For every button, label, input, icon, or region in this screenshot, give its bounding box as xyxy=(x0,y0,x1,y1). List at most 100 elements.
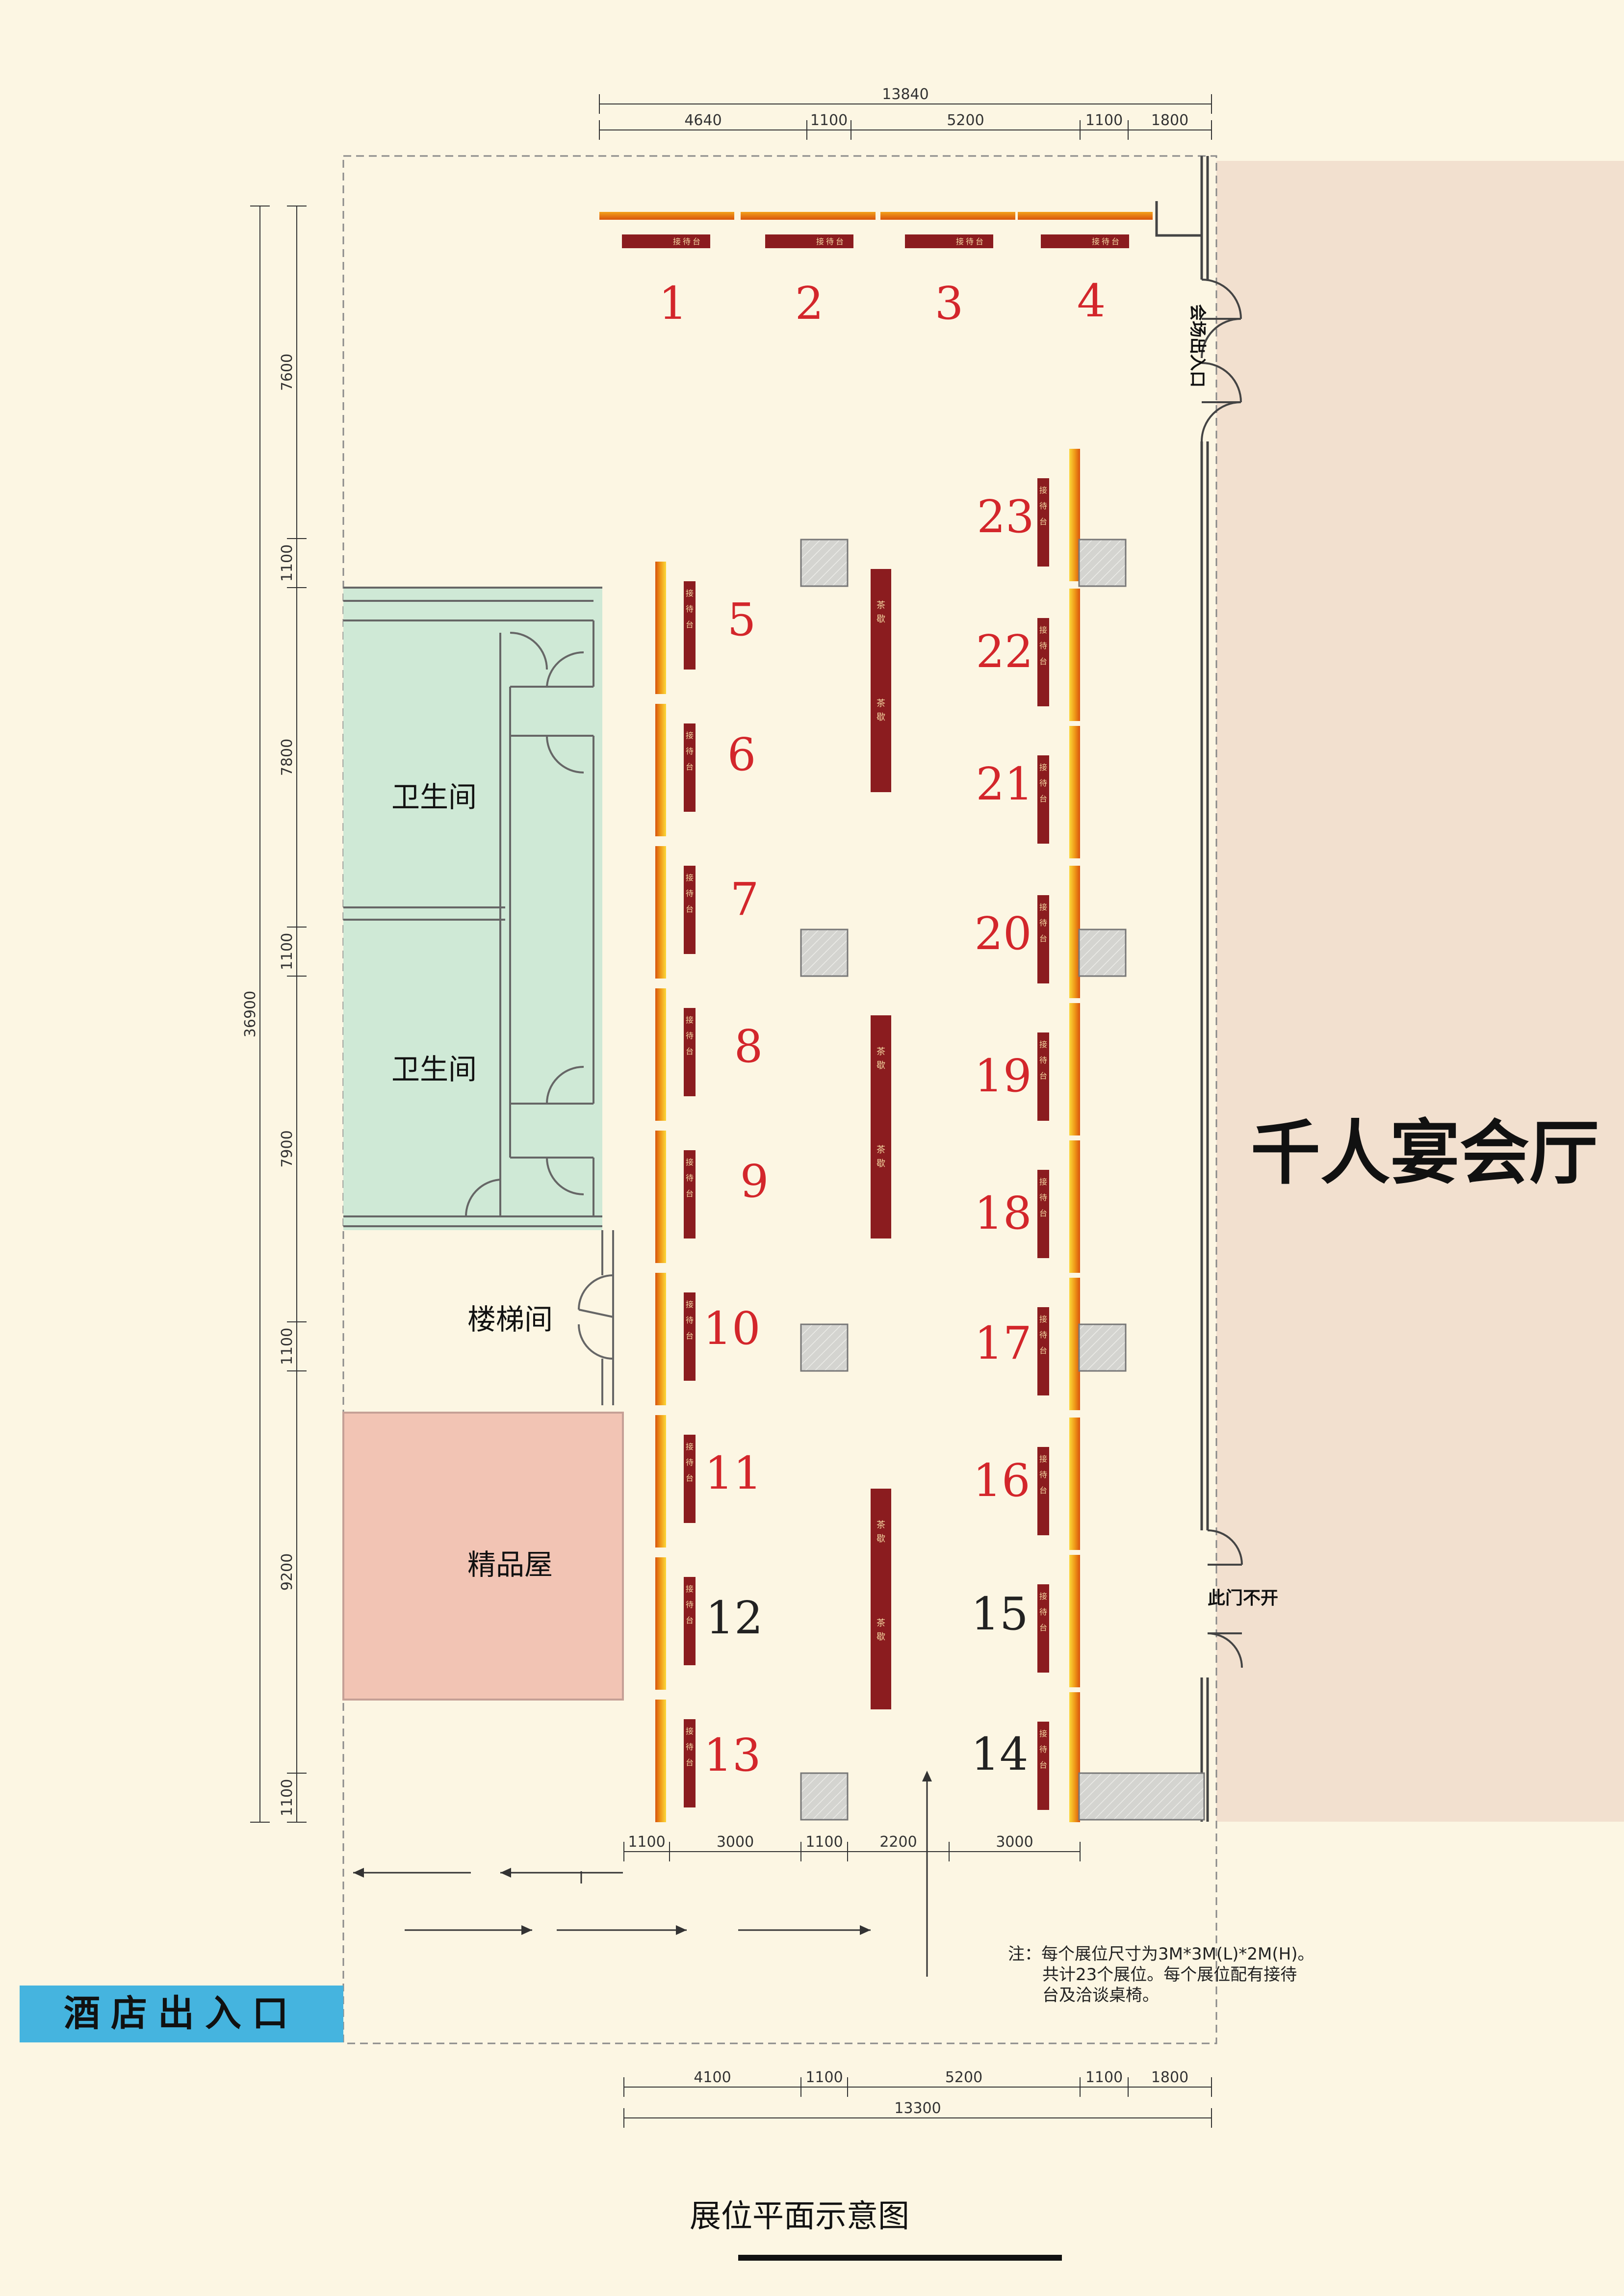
booth-number-1[interactable]: 1 xyxy=(659,277,688,330)
note-line-2: 共计23个展位。每个展位配有接待 xyxy=(1042,1965,1297,1985)
booth-number-11[interactable]: 11 xyxy=(704,1447,762,1499)
reception-desk-23-label: 接 xyxy=(1039,486,1047,495)
booth-number-16[interactable]: 16 xyxy=(973,1454,1030,1507)
booth-wall-18 xyxy=(1069,1140,1080,1273)
dim-bottom-label: 5200 xyxy=(945,2069,982,2086)
booth-number-5[interactable]: 5 xyxy=(727,593,756,646)
pillar xyxy=(1078,1772,1205,1821)
booth-number-20[interactable]: 20 xyxy=(974,907,1031,960)
reception-desk-top-label: 接 xyxy=(673,237,681,246)
hotel-entrance-label[interactable]: 酒店出入口 xyxy=(64,1992,299,2035)
title-underline xyxy=(738,2255,1062,2261)
booth-number-14[interactable]: 14 xyxy=(971,1728,1028,1780)
pillar xyxy=(800,929,849,977)
booth-wall-8 xyxy=(655,988,666,1121)
tea-break-label: 茶 xyxy=(876,1047,885,1057)
reception-desk-10-label: 待 xyxy=(686,1316,694,1325)
reception-desk-22 xyxy=(1037,618,1049,706)
booth-number-18[interactable]: 18 xyxy=(974,1187,1031,1239)
dim-left-label: 1100 xyxy=(279,1779,296,1816)
reception-desk-6-label: 接 xyxy=(686,731,694,740)
booth-number-10[interactable]: 10 xyxy=(703,1302,760,1355)
booth-number-22[interactable]: 22 xyxy=(976,625,1033,678)
reception-desk-7-label: 待 xyxy=(686,889,694,898)
booth-wall-22 xyxy=(1069,589,1080,721)
tea-break-label: 歇 xyxy=(876,614,885,624)
plan-title: 展位平面示意图 xyxy=(690,2198,909,2235)
flow-arrowhead xyxy=(860,1925,871,1935)
reception-desk-9 xyxy=(684,1150,696,1238)
reception-desk-21-label: 台 xyxy=(1039,794,1047,803)
dim-left-label: 9200 xyxy=(279,1553,296,1591)
booth-number-4[interactable]: 4 xyxy=(1077,275,1106,327)
reception-desk-19-label: 台 xyxy=(1039,1071,1047,1081)
reception-desk-10-label: 接 xyxy=(686,1300,694,1309)
booth-number-17[interactable]: 17 xyxy=(974,1317,1031,1369)
dim-top-total-label: 13840 xyxy=(882,86,928,103)
booth-number-9[interactable]: 9 xyxy=(740,1155,769,1208)
tea-break-label: 茶 xyxy=(876,600,885,611)
reception-desk-8-label: 台 xyxy=(686,1047,694,1056)
booth-wall-12 xyxy=(655,1557,666,1690)
venue-entrance-label: 会场出入口 xyxy=(1187,304,1207,387)
booth-number-7[interactable]: 7 xyxy=(730,873,759,926)
reception-desk-23 xyxy=(1037,478,1049,567)
dim-left-total-label: 36900 xyxy=(242,991,259,1037)
reception-desk-top-label: 接 xyxy=(956,237,964,246)
reception-desk-top-1 xyxy=(622,234,710,248)
booth-number-21[interactable]: 21 xyxy=(976,758,1033,810)
dim-left-label: 7900 xyxy=(279,1130,296,1167)
reception-desk-22-label: 台 xyxy=(1039,657,1047,666)
booth-number-12[interactable]: 12 xyxy=(705,1592,763,1644)
booth-wall-17 xyxy=(1069,1278,1080,1410)
dim-aisle-label: 2200 xyxy=(879,1833,917,1851)
dim-bottom-label: 1800 xyxy=(1151,2069,1188,2086)
dim-bottom-label: 1100 xyxy=(805,2069,843,2086)
reception-desk-12-label: 待 xyxy=(686,1600,694,1609)
reception-desk-top-label: 台 xyxy=(976,237,983,246)
dim-aisle-label: 1100 xyxy=(628,1833,665,1851)
reception-desk-22-label: 待 xyxy=(1039,641,1047,650)
dim-top-label: 1100 xyxy=(1085,112,1123,129)
dim-aisle-label: 1100 xyxy=(805,1833,843,1851)
reception-desk-15-label: 待 xyxy=(1039,1607,1047,1617)
reception-desk-20 xyxy=(1037,895,1049,983)
tea-break-label: 歇 xyxy=(876,1534,885,1544)
booth-number-6[interactable]: 6 xyxy=(727,728,756,781)
booth-wall-19 xyxy=(1069,1003,1080,1135)
toilet-label-1: 卫生间 xyxy=(391,780,477,814)
booth-number-3[interactable]: 3 xyxy=(935,277,964,330)
reception-desk-top-label: 待 xyxy=(683,237,691,246)
dim-left-label: 1100 xyxy=(279,933,296,970)
tea-break-label: 歇 xyxy=(876,1060,885,1071)
reception-desk-21 xyxy=(1037,755,1049,844)
venue-entrance-door[interactable] xyxy=(1201,279,1242,442)
booth-number-8[interactable]: 8 xyxy=(734,1020,763,1073)
booth-wall-20 xyxy=(1069,866,1080,998)
reception-desk-top-label: 接 xyxy=(816,237,824,246)
dim-aisle-label: 3000 xyxy=(717,1833,754,1851)
tea-break-label: 茶 xyxy=(876,1618,885,1628)
reception-desk-12-label: 台 xyxy=(686,1616,694,1625)
booth-number-19[interactable]: 19 xyxy=(974,1050,1031,1102)
booth-number-23[interactable]: 23 xyxy=(977,490,1034,543)
booth-wall-21 xyxy=(1069,726,1080,858)
reception-desk-20-label: 接 xyxy=(1039,903,1047,912)
tea-break-label: 歇 xyxy=(876,1632,885,1642)
booth-wall-13 xyxy=(655,1700,666,1822)
reception-desk-9-label: 接 xyxy=(686,1158,694,1167)
booth-number-13[interactable]: 13 xyxy=(703,1729,761,1781)
hotel-entrance-badge xyxy=(20,1986,343,2042)
tea-break-table-2 xyxy=(871,1015,891,1238)
tea-break-table-3 xyxy=(871,1489,891,1709)
booth-number-15[interactable]: 15 xyxy=(971,1588,1028,1640)
booth-number-2[interactable]: 2 xyxy=(795,277,824,330)
closed-door xyxy=(1207,1529,1243,1668)
banquet-hall xyxy=(1216,161,1624,1822)
dim-left-label: 7600 xyxy=(279,354,296,391)
reception-desk-14-label: 接 xyxy=(1039,1729,1047,1738)
dim-left-label: 7800 xyxy=(279,739,296,776)
tea-break-label: 歇 xyxy=(876,1159,885,1169)
dim-top-label: 1100 xyxy=(810,112,848,129)
reception-desk-18-label: 待 xyxy=(1039,1193,1047,1202)
